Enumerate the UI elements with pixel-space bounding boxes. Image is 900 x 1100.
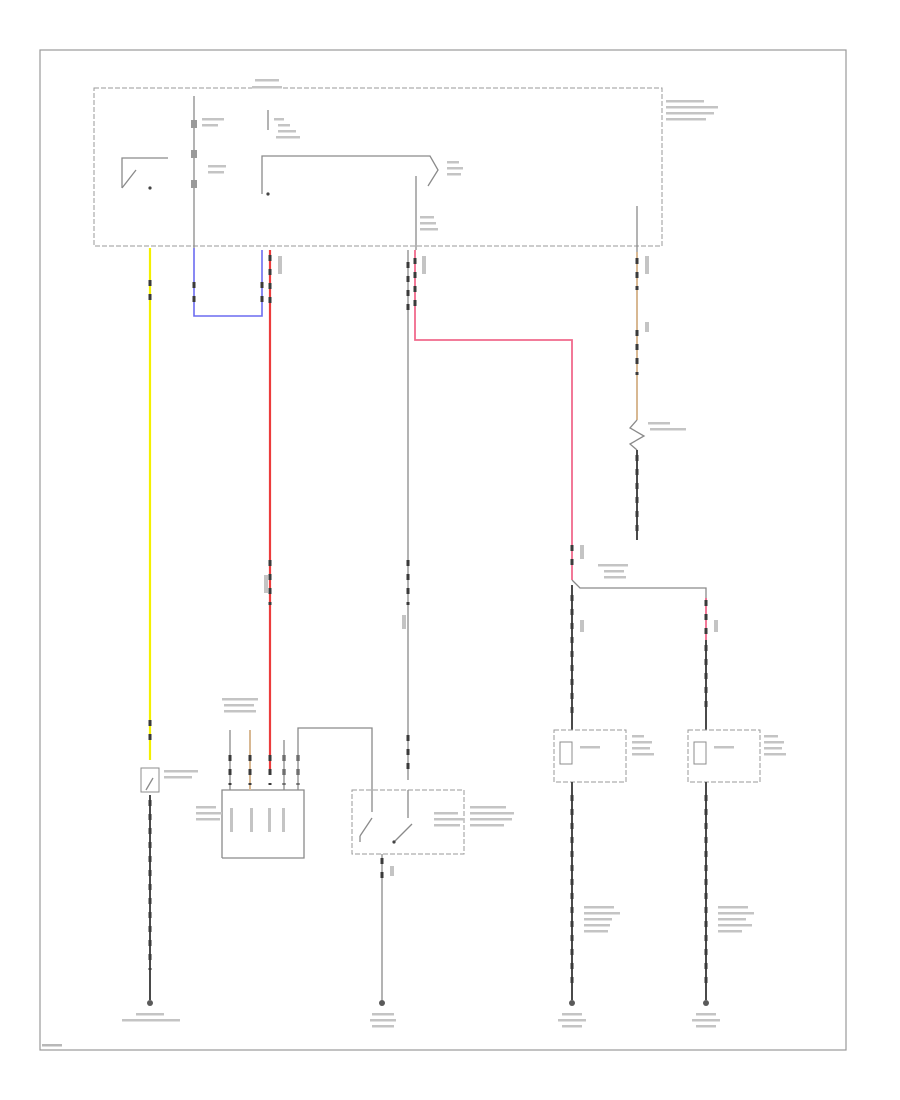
gray-wire-center	[402, 250, 410, 780]
fuse-relay-box	[93, 87, 663, 247]
multi-connector	[196, 698, 373, 859]
corner-id-mark	[42, 1044, 62, 1047]
relay-right	[261, 110, 439, 250]
lamp-right	[687, 640, 786, 1028]
center-switch-assembly	[351, 789, 514, 1028]
blue-wire-loop	[192, 248, 264, 317]
splice-branch	[571, 564, 718, 640]
red-wire	[264, 250, 282, 770]
fuse-box-tiny-labels	[202, 79, 718, 231]
pink-wire	[413, 250, 584, 580]
fuse-center	[191, 96, 197, 248]
tan-wire	[628, 206, 686, 540]
relay-left	[121, 157, 168, 190]
lamp-left	[553, 585, 654, 1028]
diagram-border	[39, 49, 847, 1051]
component-left-switch	[122, 767, 198, 1022]
